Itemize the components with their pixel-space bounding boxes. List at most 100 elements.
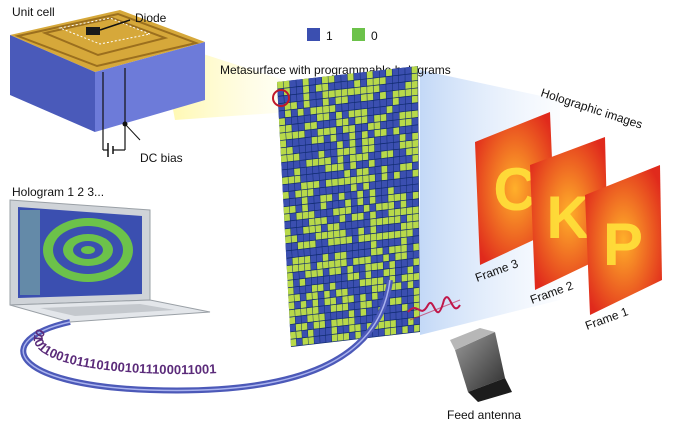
coding-cell bbox=[291, 109, 298, 117]
coding-cell bbox=[315, 77, 322, 85]
coding-cell bbox=[363, 189, 370, 198]
coding-cell bbox=[394, 201, 401, 209]
coding-cell bbox=[389, 260, 395, 269]
coding-cell bbox=[354, 316, 361, 324]
coding-cell bbox=[317, 269, 323, 277]
coding-cell bbox=[407, 229, 413, 237]
coding-cell bbox=[393, 119, 400, 128]
coding-cell bbox=[307, 329, 314, 337]
coding-cell bbox=[324, 290, 330, 298]
coding-cell bbox=[278, 118, 286, 126]
coding-cell bbox=[369, 181, 376, 190]
coding-cell bbox=[340, 251, 347, 259]
coding-cell bbox=[407, 273, 414, 281]
coding-cell bbox=[311, 129, 318, 137]
coding-cell bbox=[328, 238, 334, 246]
coding-cell bbox=[412, 154, 419, 162]
coding-cell bbox=[357, 205, 364, 213]
coding-cell bbox=[280, 147, 287, 155]
coding-cell bbox=[411, 73, 418, 81]
coding-cell bbox=[326, 186, 332, 195]
coding-cell bbox=[325, 320, 331, 328]
coding-cell bbox=[331, 326, 338, 335]
coding-cell bbox=[303, 241, 310, 249]
coding-cell bbox=[362, 160, 369, 168]
coding-cell bbox=[388, 224, 395, 232]
coding-cell bbox=[310, 107, 317, 115]
coding-cell bbox=[329, 119, 336, 127]
coding-cell bbox=[361, 108, 368, 117]
coding-cell bbox=[290, 339, 297, 347]
coding-cell bbox=[400, 215, 407, 223]
coding-cell bbox=[325, 157, 331, 165]
coding-cell bbox=[306, 307, 313, 315]
coding-cell bbox=[316, 261, 323, 270]
coding-cell bbox=[364, 234, 371, 242]
coding-cell bbox=[354, 102, 361, 110]
coding-cell bbox=[290, 220, 297, 228]
coding-cell bbox=[374, 151, 381, 159]
coding-cell bbox=[340, 244, 347, 252]
coding-cell bbox=[393, 156, 400, 165]
coding-cell bbox=[311, 144, 318, 152]
coding-cell bbox=[354, 87, 361, 95]
coding-cell bbox=[406, 207, 413, 215]
coding-cell bbox=[413, 309, 420, 318]
metasurface-board bbox=[272, 66, 420, 347]
coding-cell bbox=[312, 306, 319, 315]
coding-cell bbox=[407, 251, 413, 259]
coding-cell bbox=[368, 137, 375, 145]
coding-cell bbox=[387, 142, 394, 151]
coding-cell bbox=[316, 113, 323, 122]
coding-cell bbox=[287, 154, 294, 162]
coding-cell bbox=[335, 96, 342, 105]
coding-cell bbox=[370, 240, 377, 249]
coding-cell bbox=[290, 331, 296, 339]
coding-cell bbox=[342, 310, 349, 318]
coding-cell bbox=[282, 177, 289, 185]
coding-cell bbox=[332, 193, 339, 201]
coding-cell bbox=[317, 276, 324, 284]
coding-cell bbox=[360, 71, 367, 80]
coding-cell bbox=[364, 212, 370, 220]
coding-cell bbox=[352, 235, 359, 243]
coding-cell bbox=[293, 153, 300, 161]
coding-cell bbox=[371, 277, 378, 286]
coding-cell bbox=[295, 205, 302, 213]
coding-cell bbox=[359, 286, 366, 294]
coding-cell bbox=[338, 185, 345, 193]
coding-cell bbox=[324, 142, 331, 150]
coding-cell bbox=[339, 222, 346, 230]
coding-cell bbox=[311, 136, 318, 144]
coding-cell bbox=[380, 136, 387, 144]
coding-cell bbox=[305, 137, 312, 145]
coding-cell bbox=[392, 68, 399, 76]
coding-cell bbox=[331, 171, 338, 179]
coding-cell bbox=[406, 140, 412, 148]
coding-cell bbox=[306, 300, 313, 308]
coding-cell bbox=[315, 84, 322, 92]
coding-cell bbox=[330, 312, 337, 320]
coding-cell bbox=[344, 177, 351, 185]
coding-cell bbox=[352, 243, 359, 251]
coding-cell bbox=[402, 303, 408, 312]
coding-cell bbox=[317, 284, 324, 292]
coding-cell bbox=[285, 124, 292, 133]
coding-cell bbox=[321, 76, 328, 84]
coding-cell bbox=[296, 93, 304, 102]
coding-cell bbox=[381, 143, 387, 151]
coding-cell bbox=[387, 150, 394, 158]
coding-cell bbox=[348, 102, 355, 111]
coding-cell bbox=[281, 162, 288, 170]
coding-cell bbox=[381, 158, 388, 166]
coding-cell bbox=[336, 304, 343, 312]
coding-cell bbox=[355, 324, 361, 332]
coding-cell bbox=[400, 170, 406, 179]
coding-cell bbox=[412, 176, 419, 185]
coding-cell bbox=[303, 233, 310, 242]
coding-cell bbox=[348, 117, 355, 125]
coding-cell bbox=[365, 271, 372, 279]
coding-cell bbox=[360, 293, 366, 302]
coding-cell bbox=[339, 214, 346, 223]
coding-cell bbox=[323, 113, 330, 121]
